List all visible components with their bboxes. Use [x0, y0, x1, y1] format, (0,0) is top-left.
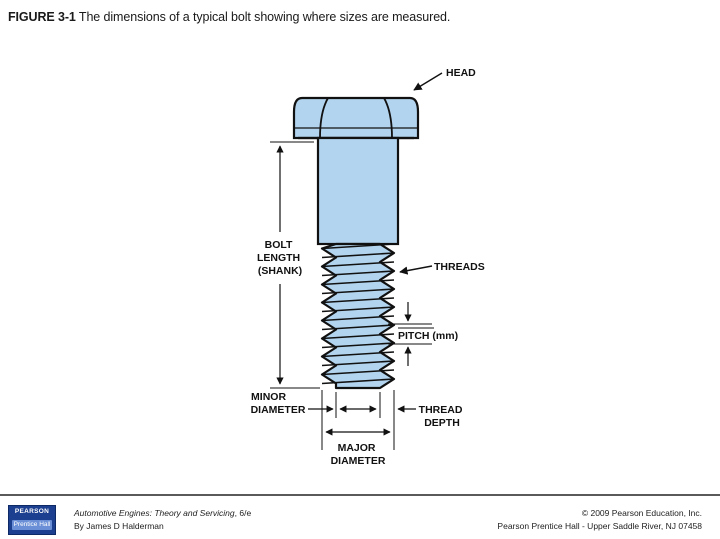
pitch-dimension [388, 302, 432, 366]
publisher-logo-bottom: Prentice Hall [12, 520, 52, 530]
thread-crest-line [322, 315, 394, 322]
footer-divider [0, 494, 720, 496]
head-leader [413, 72, 443, 91]
head-label: HEAD [446, 67, 476, 79]
book-edition: , 6/e [234, 508, 252, 518]
figure-label: FIGURE 3-1 [8, 10, 76, 24]
major-diameter-label-line1: MAJOR [338, 442, 376, 454]
thread-crest-line [322, 270, 394, 277]
thread-crest-line [322, 360, 394, 367]
minor-diameter-label-line2: DIAMETER [251, 404, 306, 416]
publisher-logo: PEARSON Prentice Hall [8, 505, 56, 535]
thread-crest-line [322, 342, 394, 349]
bolt-length-label: BOLT LENGTH (SHANK) [257, 239, 303, 277]
thread-crest-line [322, 288, 394, 295]
bolt-length-label-line2: LENGTH [257, 252, 300, 264]
bolt-threads [320, 242, 396, 390]
copyright-notice: © 2009 Pearson Education, Inc. Pearson P… [497, 507, 702, 533]
thread-depth-label-line1: THREAD [419, 404, 463, 416]
thread-crest-line [322, 369, 394, 376]
book-author: By James D Halderman [74, 521, 164, 531]
figure-caption-text: The dimensions of a typical bolt showing… [75, 10, 451, 24]
book-title: Automotive Engines: Theory and Servicing [74, 508, 235, 518]
thread-depth-label: THREAD DEPTH [419, 404, 466, 429]
copyright-line-2: Pearson Prentice Hall - Upper Saddle Riv… [497, 521, 702, 531]
thread-crest-line [322, 279, 394, 286]
threads-leader [399, 265, 433, 275]
minor-diameter-label-line1: MINOR [251, 391, 286, 403]
figure-caption: FIGURE 3-1 The dimensions of a typical b… [8, 10, 450, 24]
thread-crest-line [322, 378, 394, 385]
thread-crest-line [322, 297, 394, 304]
major-diameter-label-line2: DIAMETER [331, 455, 386, 467]
major-diameter-label: MAJOR DIAMETER [331, 442, 386, 467]
thread-depth-label-line2: DEPTH [424, 417, 460, 429]
pitch-label: PITCH (mm) [398, 330, 458, 342]
bolt-length-label-line3: (SHANK) [258, 265, 302, 277]
publisher-logo-top: PEARSON [14, 508, 50, 515]
bolt-length-label-line1: BOLT [265, 239, 293, 251]
copyright-line-1: © 2009 Pearson Education, Inc. [581, 508, 702, 518]
book-credit: Automotive Engines: Theory and Servicing… [74, 507, 251, 533]
thread-crest-line [322, 333, 394, 340]
thread-crest-line [322, 351, 394, 358]
diameter-dimensions [308, 390, 416, 450]
bolt-shank [316, 136, 400, 246]
bolt-head [292, 96, 420, 140]
minor-diameter-label: MINOR DIAMETER [251, 391, 306, 416]
bolt-diagram-svg: HEAD BOLT LENGTH (SHANK) THREADS PITCH (… [251, 67, 485, 467]
bolt-diagram: HEAD BOLT LENGTH (SHANK) THREADS PITCH (… [236, 62, 486, 474]
thread-crest-line [322, 243, 394, 250]
bolt-length-dimension [270, 141, 320, 389]
threads-label: THREADS [434, 261, 485, 273]
thread-crest-line [322, 306, 394, 313]
thread-crest-line [322, 261, 394, 268]
thread-crest-line [322, 252, 394, 259]
thread-crest-line [322, 324, 394, 331]
